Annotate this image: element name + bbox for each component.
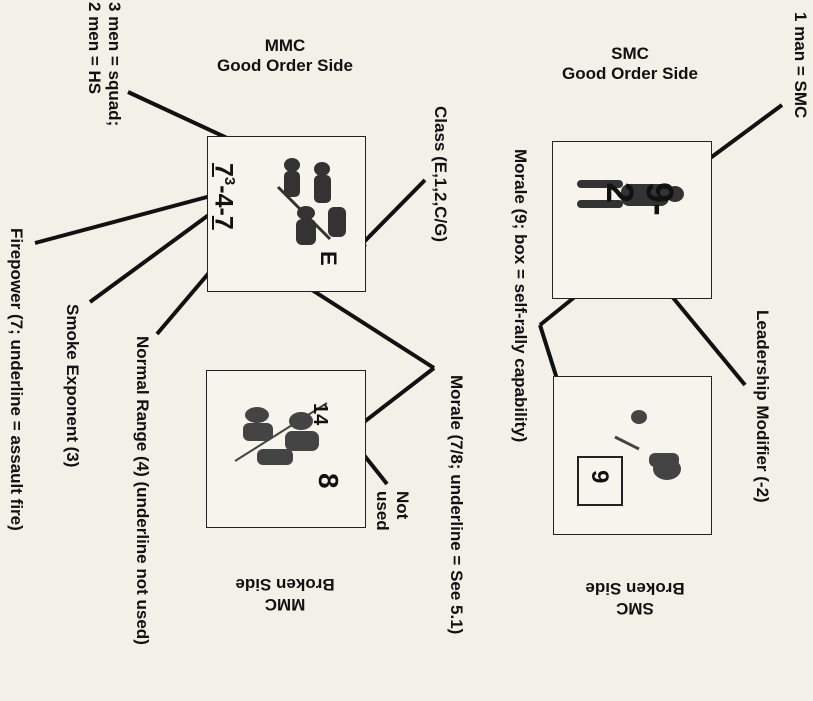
smc-broken-morale: 9 — [586, 470, 612, 483]
mmc-broken-unused-value: 14 — [309, 403, 331, 425]
one-man-annotation: 1 man = SMC — [790, 12, 810, 118]
mmc-stats: 73-4-7 — [209, 163, 244, 230]
mmc-smoke-exponent: 3 — [221, 177, 238, 185]
arrow-firepower — [35, 193, 222, 243]
mmc-broken-morale: 8 — [313, 473, 343, 489]
squad-figures-icon — [270, 147, 355, 257]
mmc-morale-annotation: Morale (7/8; underline = See 5.1) — [446, 375, 466, 634]
firepower-annotation: Firepower (7; underline = assault fire) — [6, 228, 26, 531]
mmc-broken-counter: 14 8 — [206, 370, 366, 528]
class-annotation: Class (E,1,2,C/G) — [430, 106, 450, 242]
smc-good-order-counter: 9-2 — [552, 141, 712, 299]
mmc-good-order-counter: 73-4-7 E — [207, 136, 366, 292]
range-annotation: Normal Range (4) (underline not used) — [132, 336, 152, 645]
arrow-class — [358, 180, 425, 248]
arrow-leadership — [665, 288, 745, 385]
smoke-annotation: Smoke Exponent (3) — [62, 304, 82, 467]
mmc-class: E — [316, 251, 340, 266]
smc-broken-counter: 9 — [553, 376, 712, 535]
smc-morale-annotation: Morale (9; box = self-rally capability) — [510, 149, 530, 442]
men-annotation: 3 men = squad;2 men = HS — [84, 2, 124, 126]
mmc-morale: 7 — [210, 216, 238, 230]
mmc-range: 4 — [210, 194, 238, 208]
leadership-annotation: Leadership Modifier (-2) — [752, 310, 772, 503]
mmc-firepower: 7 — [210, 163, 238, 177]
smc-value: 9-2 — [599, 182, 679, 216]
